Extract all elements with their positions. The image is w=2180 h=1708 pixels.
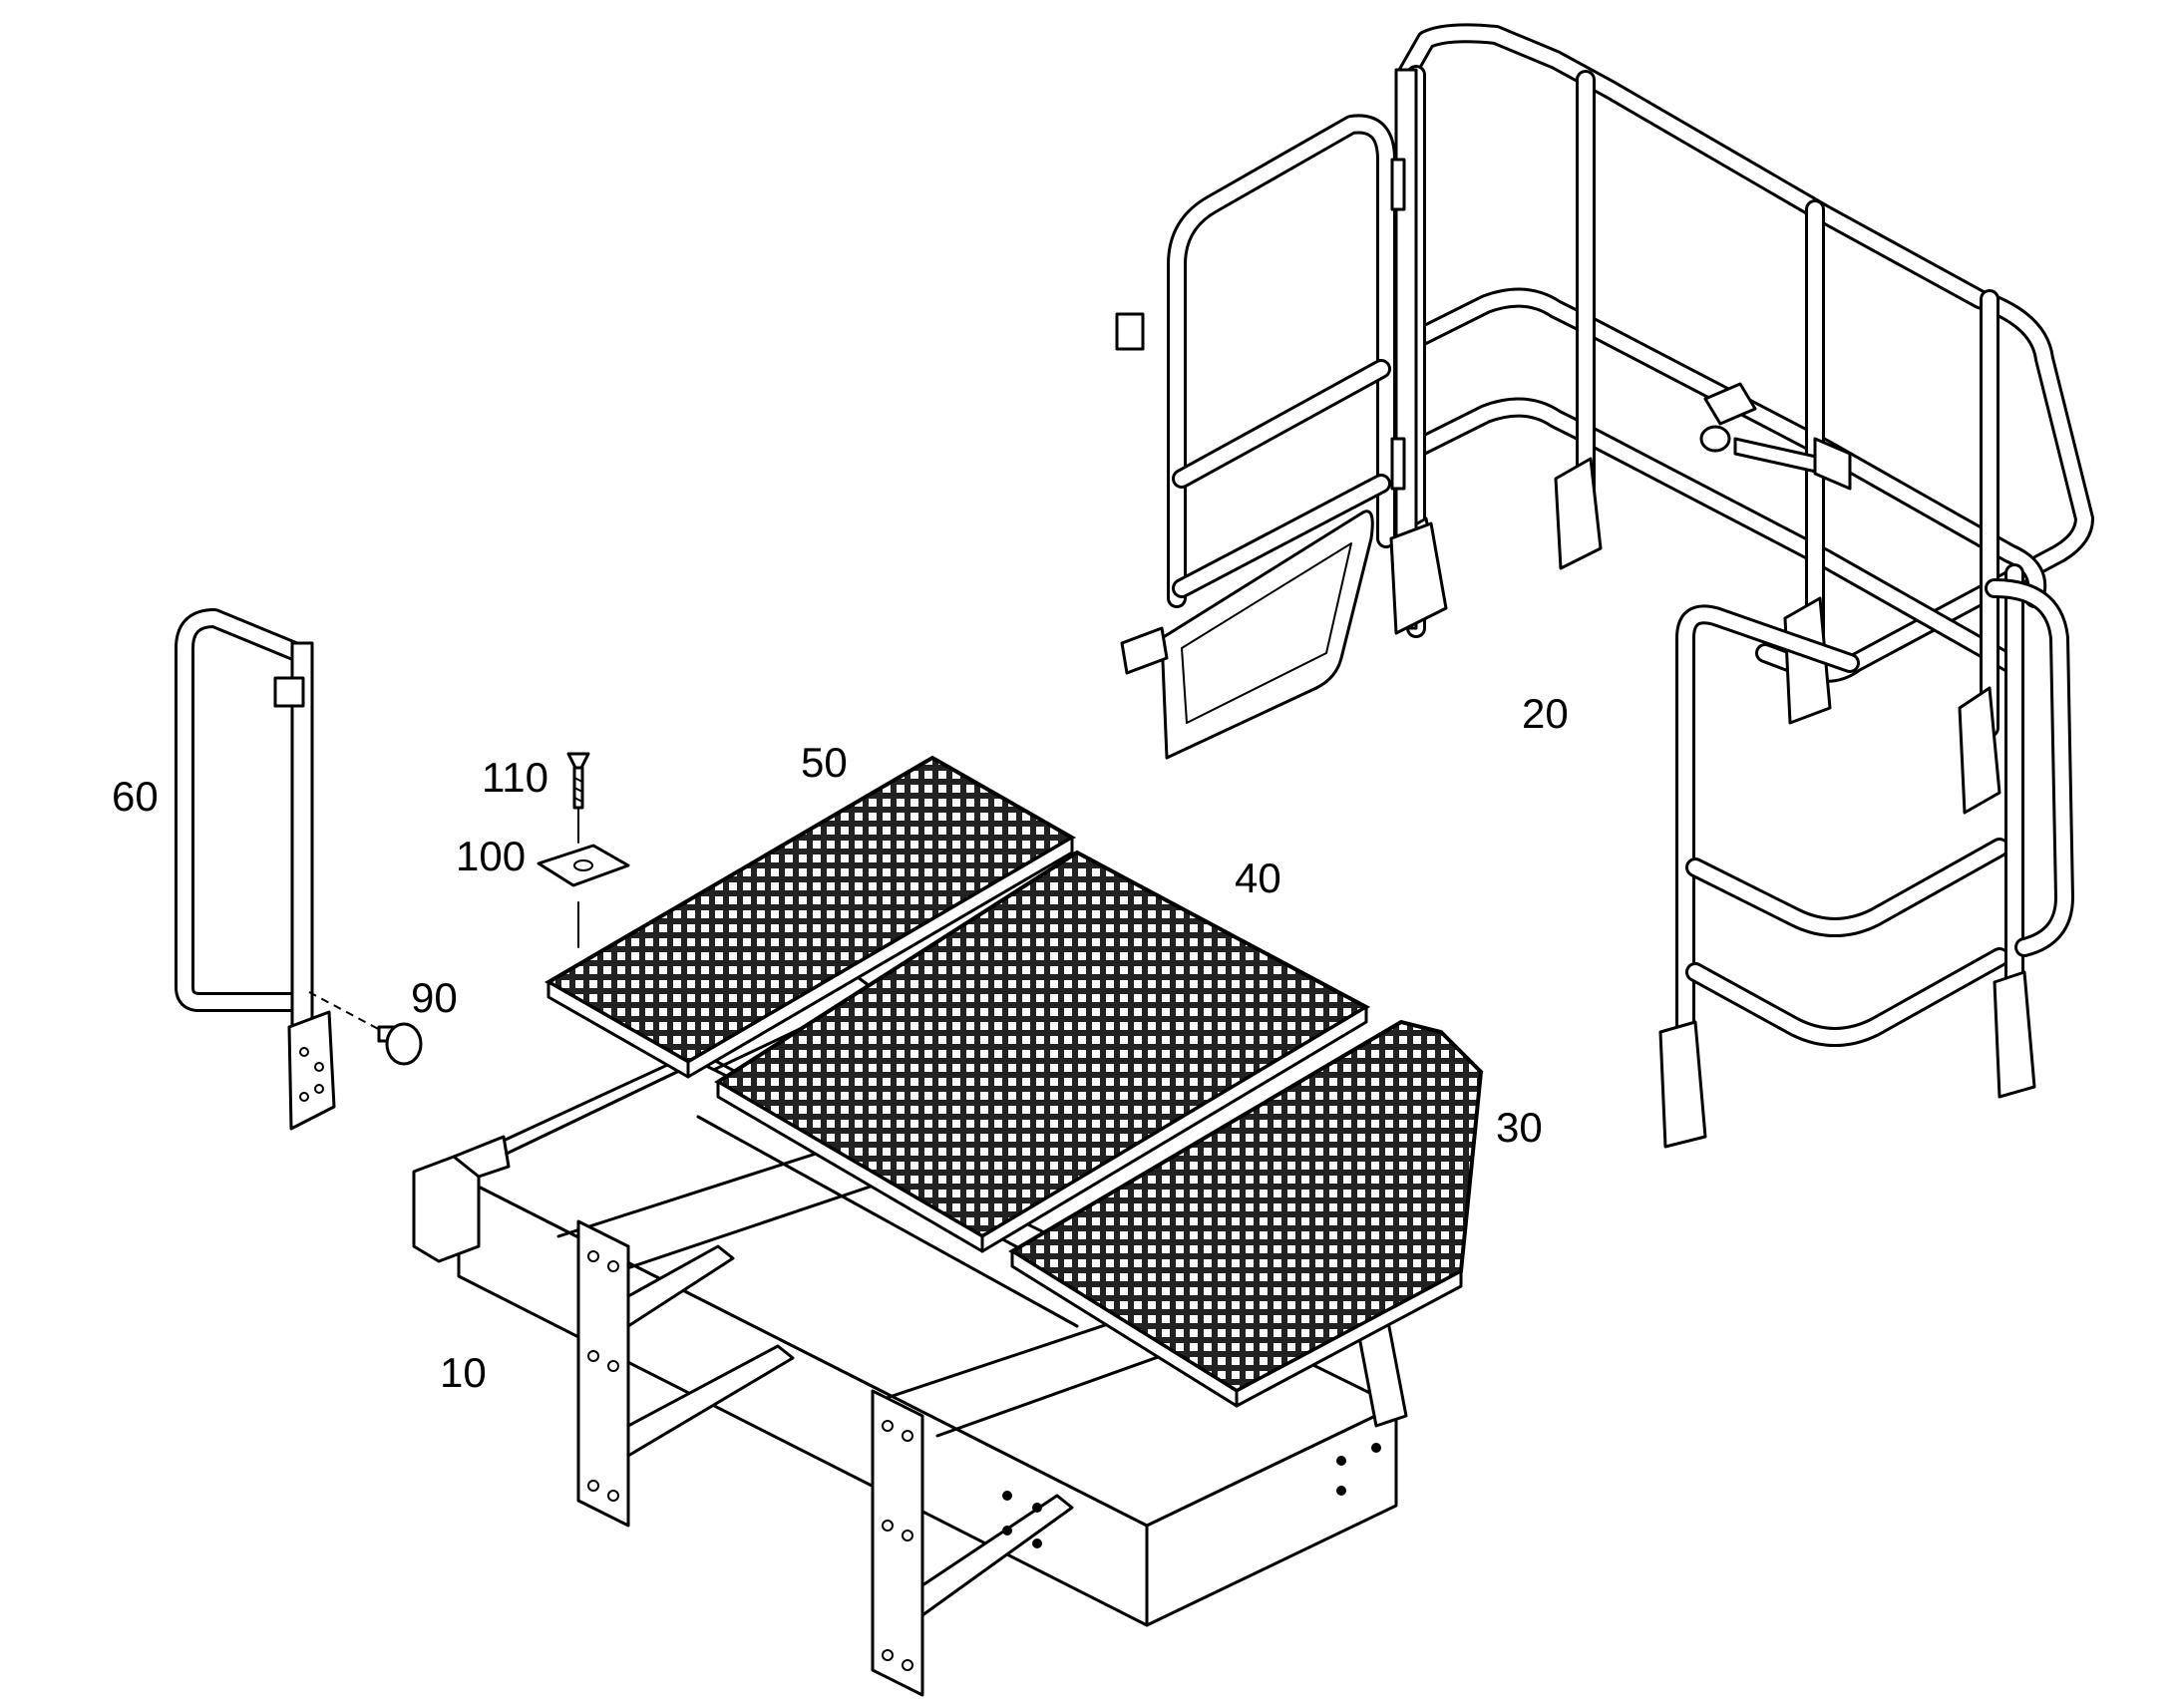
callout-110: 110	[482, 754, 548, 801]
frame-part-10	[412, 975, 1408, 1697]
grating-part-30	[1008, 1019, 1484, 1408]
callout-20: 20	[1522, 690, 1569, 737]
screw-part-110	[566, 752, 590, 810]
callout-100: 100	[456, 833, 527, 879]
callout-90: 90	[411, 974, 458, 1021]
knob-part-90	[308, 991, 423, 1066]
callout-30: 30	[1496, 1104, 1543, 1151]
callout-50: 50	[801, 739, 848, 786]
grating-part-50	[545, 755, 1076, 1079]
grating-part-40	[714, 850, 1371, 1253]
handrail-part-60	[175, 608, 336, 1131]
callout-60: 60	[112, 773, 159, 820]
washer-plate-part-100	[537, 844, 630, 887]
callout-10: 10	[440, 1349, 487, 1396]
railing-part-20	[1115, 23, 2094, 1149]
callout-40: 40	[1235, 854, 1281, 901]
